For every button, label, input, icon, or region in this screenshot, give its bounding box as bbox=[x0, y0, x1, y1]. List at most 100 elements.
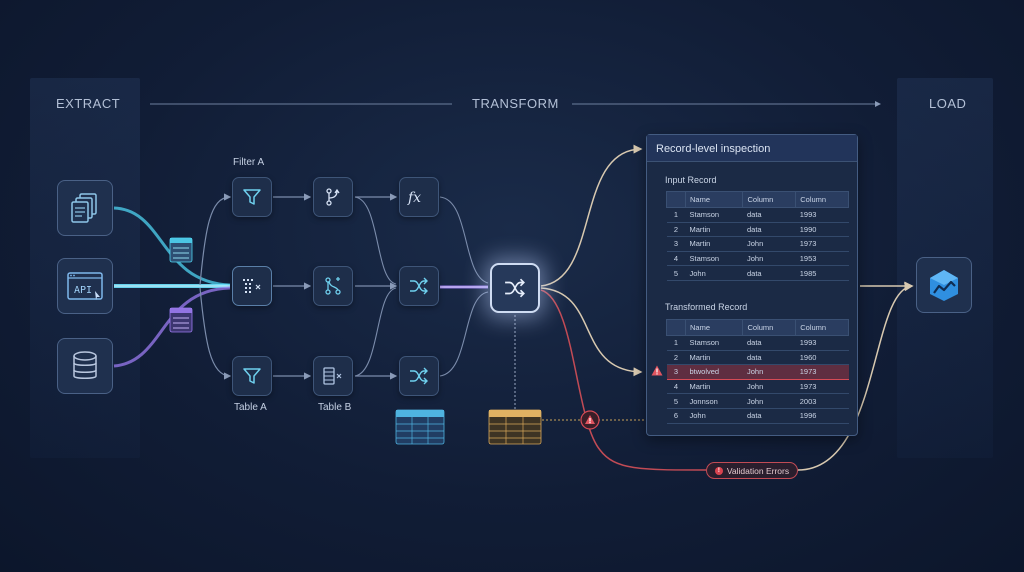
table-cell: data bbox=[742, 350, 796, 366]
table-header: Column bbox=[742, 319, 797, 336]
api-source[interactable]: API bbox=[57, 258, 113, 314]
filter-icon bbox=[243, 189, 261, 205]
table-cell: John bbox=[742, 379, 796, 395]
table-cell: data bbox=[742, 335, 796, 351]
table-cell: 1996 bbox=[795, 408, 849, 424]
filter-a-node[interactable] bbox=[232, 177, 272, 217]
table-b-node[interactable] bbox=[313, 356, 353, 396]
table-header: Name bbox=[684, 319, 744, 336]
row-index-cell: 6 bbox=[666, 408, 686, 424]
validation-errors-badge[interactable]: ! Validation Errors bbox=[706, 462, 798, 479]
table-cell: 1993 bbox=[795, 335, 849, 351]
database-source[interactable] bbox=[57, 338, 113, 394]
table-cell: John bbox=[685, 408, 743, 424]
documents-icon bbox=[71, 193, 97, 223]
table-cell: Martin bbox=[685, 379, 743, 395]
shuffle-icon bbox=[410, 277, 428, 295]
table-cell: 1990 bbox=[795, 222, 849, 238]
mini-table-cyan bbox=[169, 237, 193, 263]
table-cell: btwolved bbox=[685, 364, 743, 380]
row-index-cell: 4 bbox=[666, 251, 686, 267]
table-cell: Martin bbox=[685, 222, 743, 238]
branch-icon bbox=[326, 188, 340, 206]
load-stage-label: LOAD bbox=[929, 96, 967, 111]
table-join-icon bbox=[323, 367, 342, 385]
table-header: Column bbox=[742, 191, 797, 208]
table-cell: 1960 bbox=[795, 350, 849, 366]
filter-icon bbox=[243, 368, 261, 384]
load-target[interactable] bbox=[916, 257, 972, 313]
transformed-record-title: Transformed Record bbox=[665, 302, 748, 312]
shuffle-node-middle[interactable] bbox=[399, 266, 439, 306]
error-row-warning-icon bbox=[651, 365, 663, 376]
merge-node-middle[interactable] bbox=[313, 266, 353, 306]
svg-text:API: API bbox=[74, 285, 92, 296]
parse-node[interactable] bbox=[232, 266, 272, 306]
record-inspection-panel: Record-level inspection Input Record Nam… bbox=[646, 134, 858, 436]
table-cell: 1953 bbox=[795, 251, 849, 267]
table-cell: Martin bbox=[685, 350, 743, 366]
shuffle-node-bottom[interactable] bbox=[399, 356, 439, 396]
filter-table-a-node[interactable] bbox=[232, 356, 272, 396]
api-icon: API bbox=[67, 272, 103, 300]
svg-text:fx: fx bbox=[407, 190, 421, 206]
validation-errors-label: Validation Errors bbox=[726, 465, 790, 476]
table-cell: John bbox=[742, 251, 796, 267]
data-warehouse-icon bbox=[930, 270, 958, 301]
documents-source[interactable] bbox=[57, 180, 113, 236]
table-cell: John bbox=[685, 265, 743, 281]
table-cell: Stamson bbox=[685, 335, 743, 351]
table-cell: data bbox=[742, 265, 796, 281]
alert-icon: ! bbox=[714, 466, 723, 475]
merge-icon bbox=[325, 277, 341, 295]
row-index-cell: 2 bbox=[666, 350, 686, 366]
table-cell: 1973 bbox=[795, 364, 849, 380]
central-transform-hub[interactable] bbox=[490, 263, 540, 313]
row-index-cell: 1 bbox=[666, 207, 686, 223]
table-header-index bbox=[666, 319, 686, 336]
table-cell: 1973 bbox=[795, 379, 849, 395]
table-header: Column bbox=[795, 191, 849, 208]
table-preview-amber bbox=[488, 409, 542, 445]
table-a-label: Table A bbox=[234, 402, 267, 413]
table-b-label: Table B bbox=[318, 402, 352, 413]
row-index-cell: 3 bbox=[666, 364, 686, 380]
table-cell: Stamson bbox=[685, 251, 743, 267]
panel-title: Record-level inspection bbox=[647, 135, 857, 162]
row-index-cell: 1 bbox=[666, 335, 686, 351]
table-cell: 1993 bbox=[795, 207, 849, 223]
row-index-cell: 4 bbox=[666, 379, 686, 395]
mini-table-purple bbox=[169, 307, 193, 333]
table-cell: Martin bbox=[685, 236, 743, 252]
table-header-index bbox=[666, 191, 686, 208]
branch-node-top[interactable] bbox=[313, 177, 353, 217]
table-cell: data bbox=[742, 207, 796, 223]
table-cell: John bbox=[742, 364, 796, 380]
row-index-cell: 5 bbox=[666, 265, 686, 281]
table-cell: data bbox=[742, 408, 796, 424]
table-header: Column bbox=[795, 319, 849, 336]
transform-stage-label: TRANSFORM bbox=[472, 96, 559, 111]
filter-a-label: Filter A bbox=[233, 157, 265, 168]
table-header: Name bbox=[684, 191, 744, 208]
input-record-title: Input Record bbox=[665, 175, 717, 185]
function-node[interactable]: fx bbox=[399, 177, 439, 217]
table-cell: data bbox=[742, 222, 796, 238]
table-cell: Stamson bbox=[685, 207, 743, 223]
column-split-icon bbox=[243, 279, 261, 293]
table-cell: 2003 bbox=[795, 393, 849, 409]
